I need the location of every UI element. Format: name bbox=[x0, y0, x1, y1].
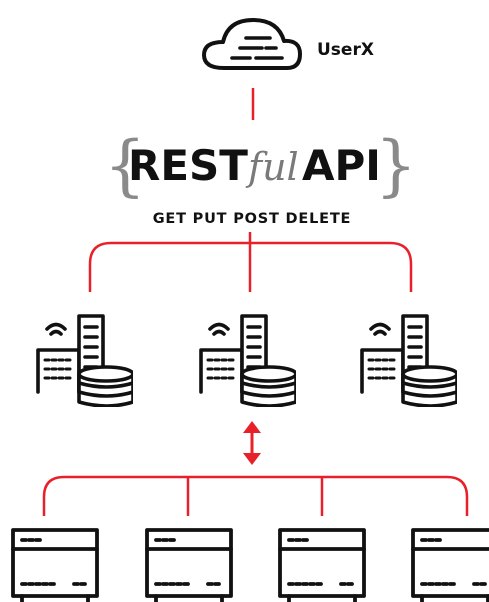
api-word-ful: ful bbox=[245, 145, 299, 189]
server-icon bbox=[199, 314, 296, 407]
servers-devices-connector bbox=[42, 475, 469, 516]
api-servers-connector bbox=[88, 232, 413, 292]
api-brace-close: } bbox=[375, 127, 417, 204]
client-label: UserX bbox=[317, 40, 374, 60]
api-word-api: API bbox=[302, 141, 381, 190]
rack-device-icon bbox=[11, 528, 99, 602]
api-word-rest: REST bbox=[128, 141, 248, 190]
rack-device-icon bbox=[278, 528, 366, 602]
server-icon bbox=[360, 314, 457, 407]
rack-device-icon bbox=[145, 528, 233, 602]
double-arrow-vertical-icon bbox=[243, 421, 261, 465]
http-methods-label: GET PUT POST DELETE bbox=[153, 211, 352, 227]
cloud-icon bbox=[202, 18, 302, 70]
server-icon bbox=[36, 314, 133, 407]
api-brace-open: { bbox=[104, 127, 146, 204]
rack-device-icon bbox=[411, 528, 489, 602]
restful-api-logo: { REST ful API } bbox=[104, 127, 417, 204]
